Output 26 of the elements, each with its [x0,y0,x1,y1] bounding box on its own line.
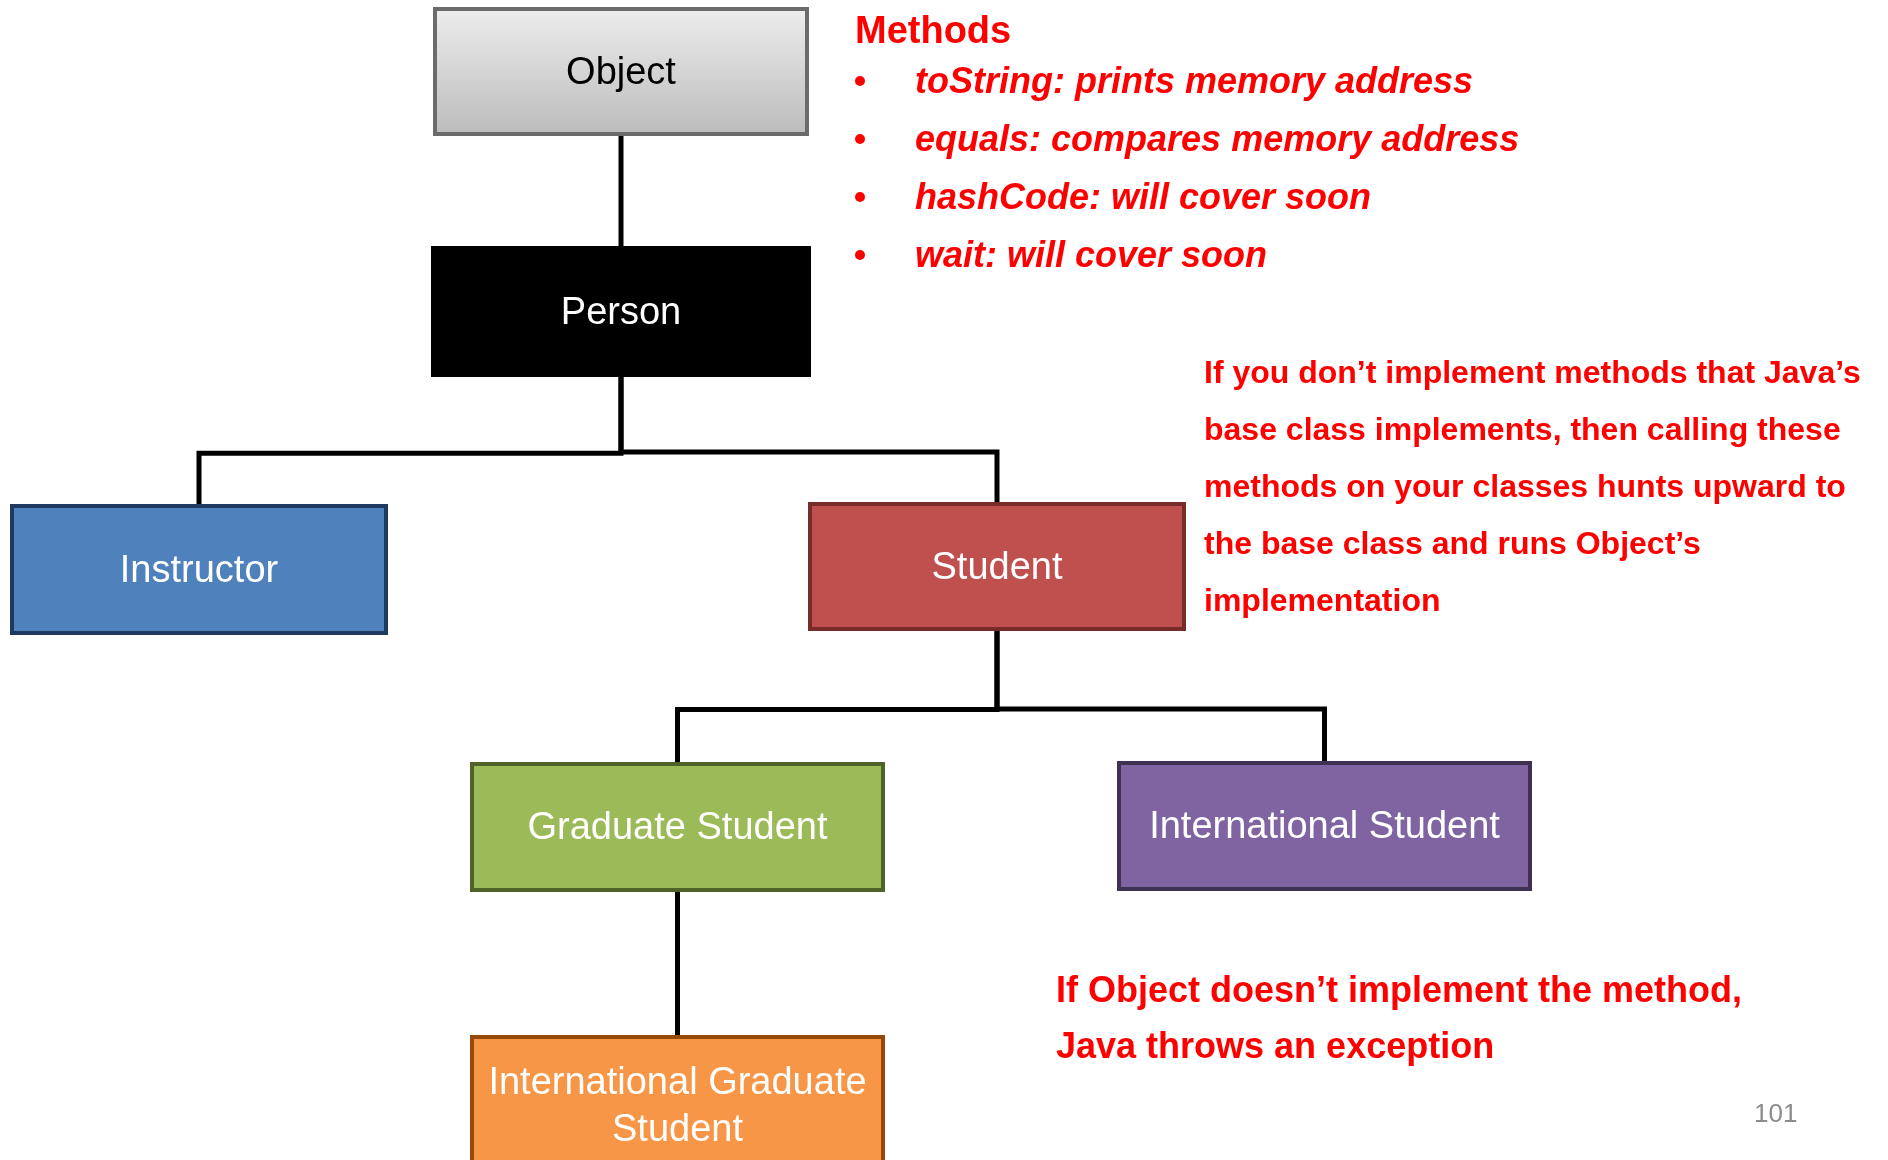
page-number: 101 [1754,1097,1798,1130]
class-name: International Student [1149,803,1500,849]
class-box [470,1035,885,1160]
class-box [470,762,885,892]
class-name: Graduate Student [527,804,828,850]
methods-heading: Methods [855,8,1012,53]
class-box [431,246,811,377]
class-box [808,502,1186,631]
method-item: hashCode: will cover soon [915,175,1372,219]
note-text: If you don’t implement methods that Java’s base class implements, then calling these methods on your classes hunts upward to the base class and runs Object’s implementation [1204,353,1862,620]
class-box [10,504,388,635]
note-text: If Object doesn’t implement the method, Java throws an exception [1056,968,1744,1068]
class-name: Object [566,48,676,94]
class-box [433,7,809,136]
method-item: toString: prints memory address [915,59,1474,103]
connector-line [618,377,1000,502]
connector-line [994,631,1327,761]
method-item: wait: will cover soon [915,233,1268,277]
method-item: equals: compares memory address [915,117,1520,161]
class-name: Instructor [119,546,279,592]
connector-line [618,136,624,246]
class-box [1117,761,1532,891]
connector-line [675,892,680,1035]
class-name: Person [560,288,682,334]
class-name: Student [931,543,1063,589]
class-name: International Graduate Student [487,1058,868,1151]
